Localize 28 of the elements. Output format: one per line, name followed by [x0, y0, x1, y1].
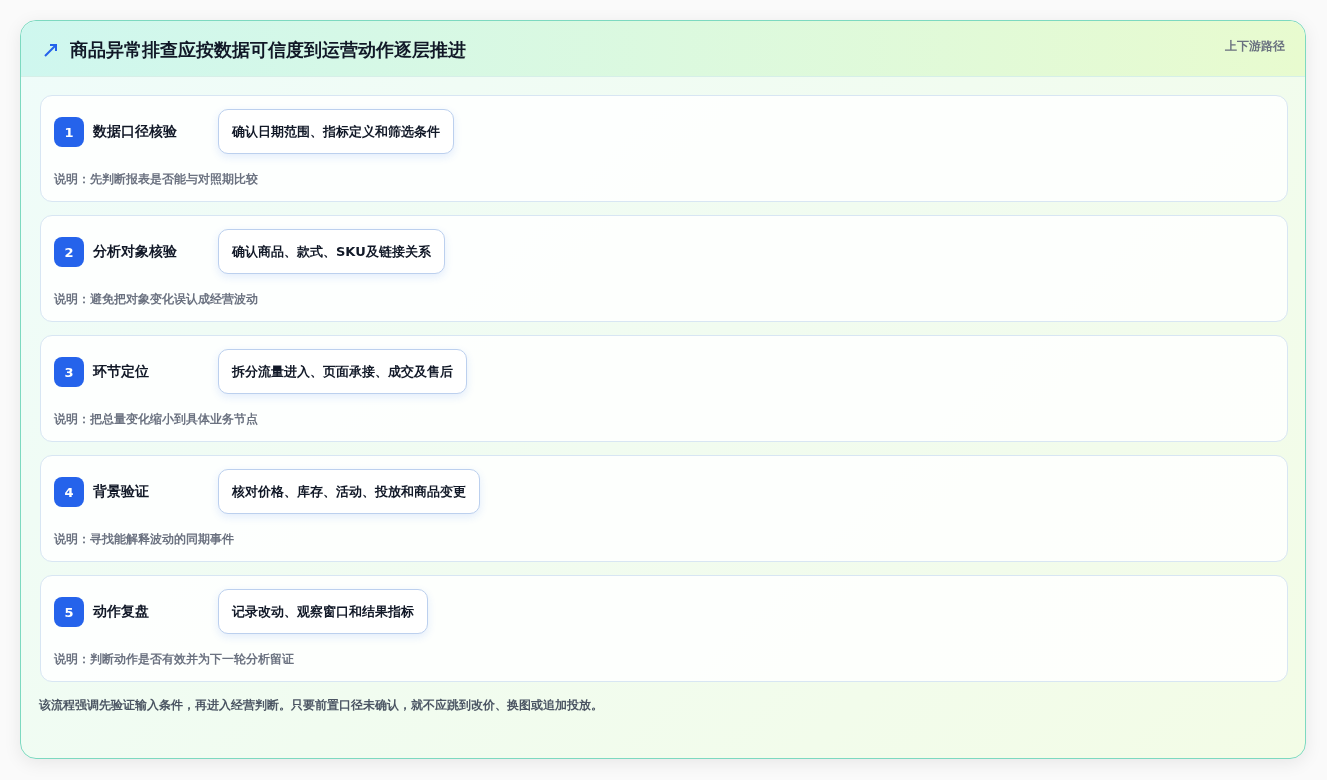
step-number-badge: 3 — [54, 357, 84, 387]
action-box: 确认日期范围、指标定义和筛选条件 — [218, 109, 454, 154]
step-number-badge: 1 — [54, 117, 84, 147]
step-title: 数据口径核验 — [93, 123, 177, 141]
header-note: 上下游路径 — [1225, 38, 1285, 55]
action-box: 确认商品、款式、SKU及链接关系 — [218, 229, 445, 274]
step-card — [40, 455, 1288, 562]
step-note: 说明：避免把对象变化误认成经营波动 — [54, 291, 258, 308]
step-title: 动作复盘 — [93, 603, 149, 621]
step-note: 说明：寻找能解释波动的同期事件 — [54, 531, 234, 548]
step-card — [40, 575, 1288, 682]
footer-note: 该流程强调先验证输入条件，再进入经营判断。只要前置口径未确认，就不应跳到改价、换图或追加投放。 — [39, 697, 603, 714]
step-note: 说明：判断动作是否有效并为下一轮分析留证 — [54, 651, 294, 668]
step-number-badge: 5 — [54, 597, 84, 627]
step-note: 说明：把总量变化缩小到具体业务节点 — [54, 411, 258, 428]
action-box: 拆分流量进入、页面承接、成交及售后 — [218, 349, 467, 394]
action-box: 记录改动、观察窗口和结果指标 — [218, 589, 428, 634]
step-card — [40, 95, 1288, 202]
step-title: 环节定位 — [93, 363, 149, 381]
step-number-badge: 2 — [54, 237, 84, 267]
action-box: 核对价格、库存、活动、投放和商品变更 — [218, 469, 480, 514]
step-title: 背景验证 — [93, 483, 149, 501]
step-card — [40, 335, 1288, 442]
step-card — [40, 215, 1288, 322]
step-number-badge: 4 — [54, 477, 84, 507]
step-title: 分析对象核验 — [93, 243, 177, 261]
step-note: 说明：先判断报表是否能与对照期比较 — [54, 171, 258, 188]
diagram-title: 商品异常排查应按数据可信度到运营动作逐层推进 — [70, 38, 466, 62]
